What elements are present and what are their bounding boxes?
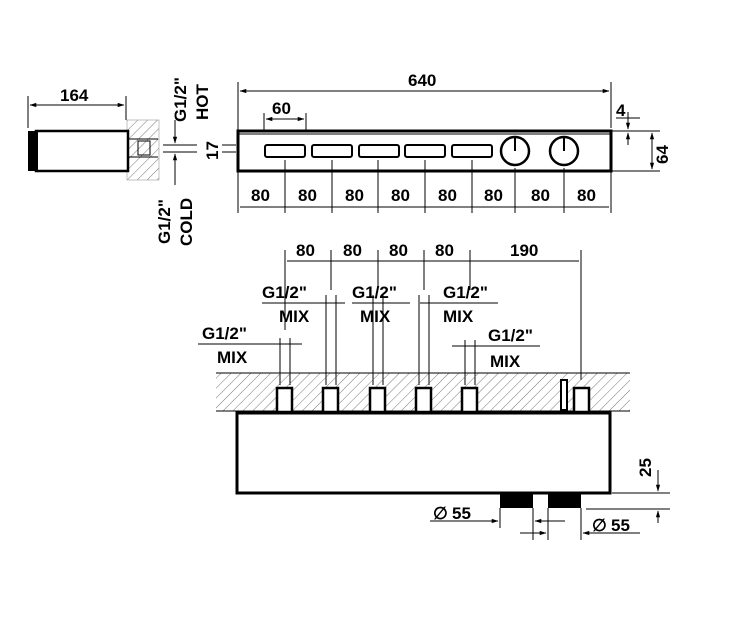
outlet-size-label: G1/2" [262,283,307,302]
spacing-label: 80 [484,186,503,205]
pipe-connector [275,386,294,414]
outlet-type-label: MIX [217,348,248,367]
knob-bottom-left [500,494,533,508]
spacing-label: 80 [391,186,410,205]
spacing-label: 80 [577,186,596,205]
front-width-label: 640 [408,71,436,90]
wall-hatch [126,119,160,181]
button-slot [404,144,446,158]
diameter-symbol-left: ∅ [433,504,448,523]
side-front-plate [28,131,38,171]
bottom-spacing-label: 80 [343,241,362,260]
knob-bottom-right [548,494,581,508]
bottom-spacing-label: 80 [389,241,408,260]
outlet-labels: G1/2" MIX G1/2" MIX G1/2" MIX G1/2" MIX … [198,283,540,371]
pipe-connector [572,386,591,414]
side-body [34,129,130,173]
front-view: 640 60 4 64 [236,71,672,213]
outlet-size-label: G1/2" [443,283,488,302]
spacing-label: 80 [298,186,317,205]
pipe-connector [460,386,479,414]
bottom-body [235,411,612,495]
right-spacing-label: 190 [510,241,538,260]
side-depth-label: 164 [60,86,89,105]
button-slot [311,144,353,158]
bottom-spacing-label: 80 [296,241,315,260]
hot-label: HOT [193,84,212,121]
outlet-type-label: MIX [360,307,391,326]
side-height-label: 17 [203,141,222,160]
side-view: 164 G1/2" HOT G1/2" COLD 17 [27,77,236,246]
outlet-size-label: G1/2" [352,283,397,302]
outlet-type-label: MIX [279,307,310,326]
button-slots [264,144,493,158]
bottom-view: 80 80 80 80 190 G1/2" MIX G1/2" MIX G1/2… [198,241,670,540]
button-slot [264,144,306,158]
hot-size-label: G1/2" [171,77,190,122]
slot-width-label: 60 [272,99,291,118]
pipe-connector [414,386,433,414]
button-slot [358,144,400,158]
pipe-connectors [275,379,591,414]
outlet-size-label: G1/2" [202,324,247,343]
outlet-size-label: G1/2" [488,326,533,345]
bottom-spacing-label: 80 [435,241,454,260]
pipe-connector [321,386,340,414]
valve-stem [560,379,568,411]
top-offset-label: 4 [616,101,626,120]
front-height-label: 64 [653,145,672,164]
spacing-label: 80 [438,186,457,205]
depth-label: 25 [636,458,655,477]
outlet-type-label: MIX [490,352,521,371]
knob-diameter-left-label: 55 [452,504,471,523]
knob-diameter-right-label: 55 [611,516,630,535]
cold-size-label: G1/2" [155,199,174,244]
front-spacing-labels: 80 80 80 80 80 80 80 80 [251,186,596,205]
spacing-label: 80 [345,186,364,205]
spacing-label: 80 [251,186,270,205]
spacing-label: 80 [531,186,550,205]
outlet-type-label: MIX [443,307,474,326]
pipe-connector [368,386,387,414]
diameter-symbol-right: ∅ [592,516,607,535]
button-slot [451,144,493,158]
cold-label: COLD [177,198,196,246]
